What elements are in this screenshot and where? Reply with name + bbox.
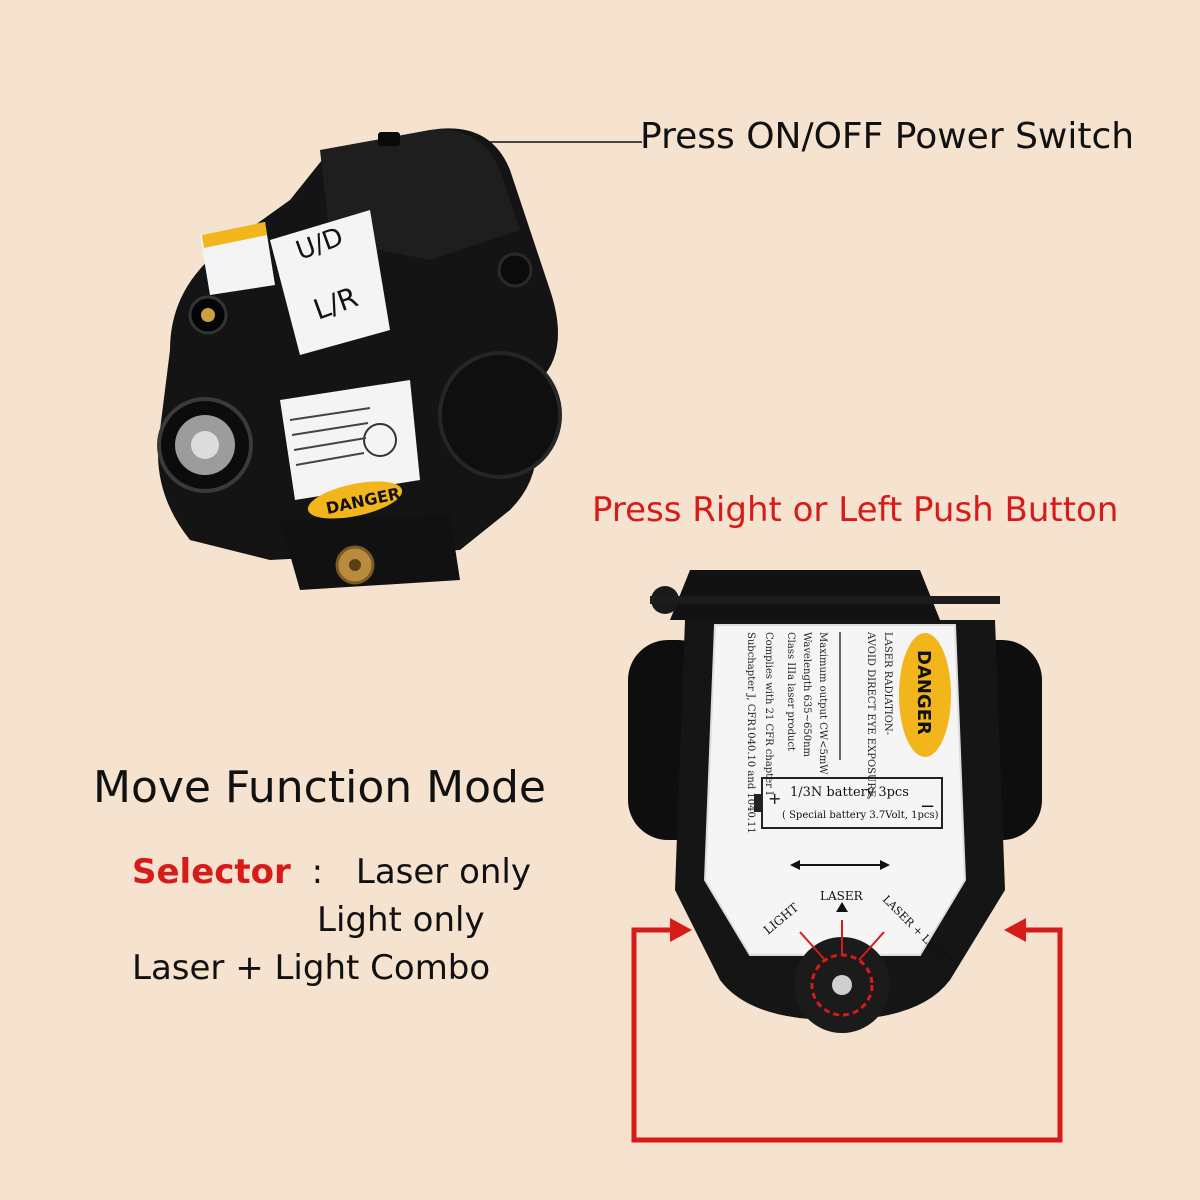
- svg-text:Class IIIa laser product: Class IIIa laser product: [785, 632, 796, 751]
- svg-text:LASER RADIATION-: LASER RADIATION-: [882, 632, 893, 735]
- svg-text:Maximum output CW<5mW: Maximum output CW<5mW: [817, 632, 828, 775]
- selector-label: Selector: [132, 852, 291, 892]
- svg-text:−: −: [920, 796, 935, 817]
- selector-separator: :: [311, 852, 324, 892]
- option-laser-only: Laser only: [355, 852, 532, 892]
- laser-light-device-front-view: L/R U/D DANGER: [157, 128, 562, 590]
- svg-text:Wavelength 635~650nm: Wavelength 635~650nm: [801, 632, 812, 758]
- danger-badge-front: [307, 481, 403, 519]
- svg-text:Subchapter J, CFR1040.10 and 1: Subchapter J, CFR1040.10 and 1040.11: [745, 632, 756, 834]
- option-laser-light-combo: Laser + Light Combo: [132, 948, 491, 988]
- svg-text:1/3N battery 3pcs: 1/3N battery 3pcs: [790, 785, 909, 800]
- svg-text:+: +: [768, 789, 781, 808]
- laser-light-device-rear-view: DANGER LASER RADIATION- AVOID DIRECT EYE…: [628, 570, 1042, 1033]
- mode-title: Move Function Mode: [93, 762, 546, 813]
- danger-badge-rear: [899, 633, 951, 757]
- push-button-arrow-loop: [631, 918, 1063, 1143]
- svg-text:( Special battery 3.7Volt, 1pc: ( Special battery 3.7Volt, 1pcs): [782, 810, 939, 821]
- option-light-only: Light only: [317, 900, 485, 940]
- dial-label-laser: LASER: [820, 889, 864, 903]
- push-button-callout: Press Right or Left Push Button: [592, 490, 1119, 530]
- side-rotary-button: [438, 351, 562, 479]
- power-switch-callout: Press ON/OFF Power Switch: [640, 116, 1135, 157]
- svg-text:DANGER: DANGER: [913, 650, 934, 735]
- svg-text:Complies with 21 CFR chapter I: Complies with 21 CFR chapter I: [763, 632, 774, 795]
- svg-text:AVOID DIRECT EYE EXPOSURE: AVOID DIRECT EYE EXPOSURE: [865, 631, 876, 797]
- selector-row: Selector : Laser only: [132, 852, 531, 892]
